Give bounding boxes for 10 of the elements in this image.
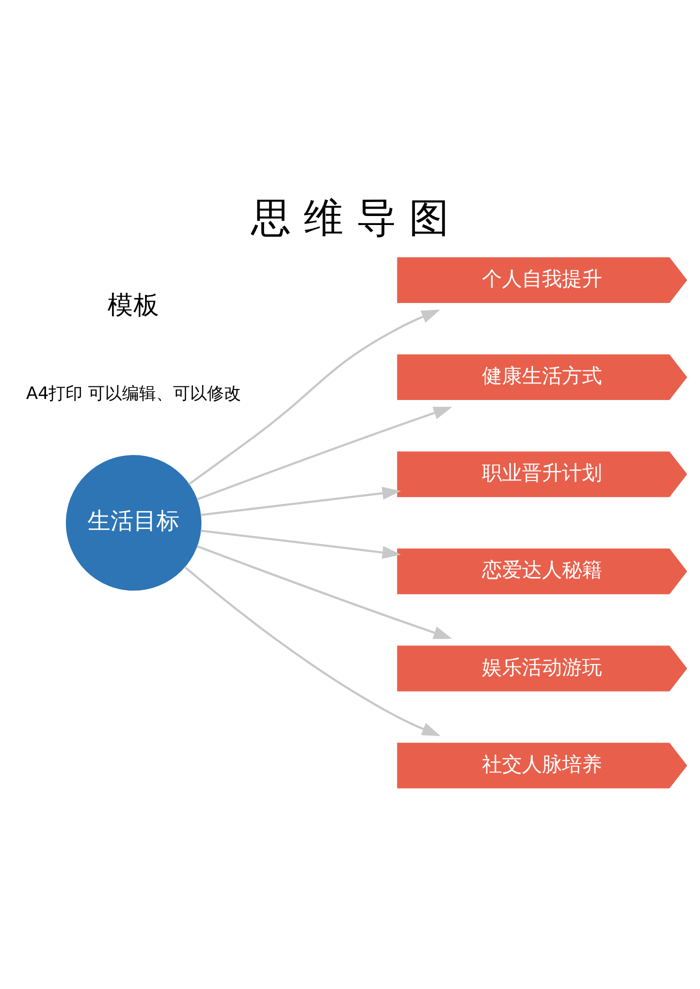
diagram-title: 思 维 导 图	[250, 194, 450, 241]
node-circle: 生活目标	[66, 454, 202, 590]
arrow	[196, 406, 452, 500]
arrow	[200, 486, 401, 516]
arrow	[188, 309, 440, 485]
arrow	[200, 529, 401, 558]
label: A4打印 可以编辑、可以修改	[26, 383, 242, 404]
arrow	[196, 544, 452, 638]
label: 模板	[108, 290, 160, 320]
arrow	[184, 566, 441, 736]
